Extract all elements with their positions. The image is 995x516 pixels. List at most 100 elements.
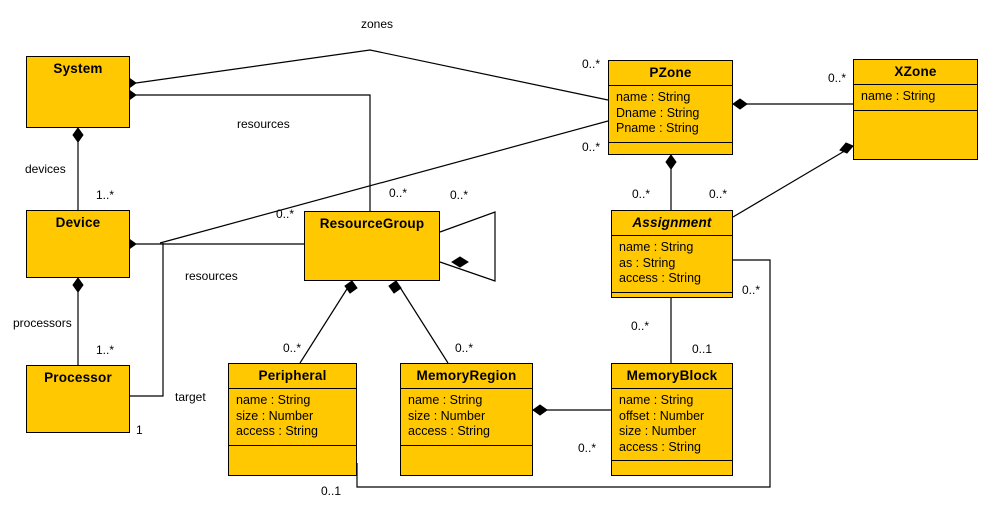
class-separator (401, 388, 532, 389)
diamond-rg-self (451, 256, 469, 268)
class-attribute: size : Number (236, 408, 314, 423)
class-separator (854, 109, 977, 111)
multiplicity-label-m-periph: 0..* (283, 341, 302, 355)
class-separator (229, 444, 356, 446)
edge-resourcegroup-memoryregion (395, 280, 449, 364)
class-title: PZone (649, 65, 692, 80)
multiplicity-label-m-rg-left: 0..* (276, 207, 295, 221)
uml-class-device[interactable]: Device (26, 210, 130, 278)
class-operations (401, 446, 532, 476)
multiplicity-label-m-device: 1..* (96, 188, 115, 202)
association-label-devices: devices (25, 162, 66, 176)
diamond-system-devices (72, 127, 84, 143)
multiplicity-label-m-rg-self: 0..* (450, 188, 469, 202)
multiplicity-label-m-memblock-top: 0..1 (692, 342, 713, 356)
diamond-device-processors (72, 277, 84, 293)
class-operations (612, 293, 732, 298)
class-attribute: name : String (236, 393, 311, 407)
uml-class-processor[interactable]: Processor (26, 365, 130, 433)
class-attribute: size : Number (408, 408, 486, 423)
multiplicity-label-m-assign-right: 0..* (709, 187, 728, 201)
class-title: MemoryBlock (626, 368, 718, 383)
uml-class-xzone[interactable]: XZone name : String (853, 59, 978, 160)
class-attribute: as : String (619, 255, 676, 270)
class-operations (612, 461, 732, 475)
multiplicity-label-m-pzone-top: 0..* (582, 57, 601, 71)
class-title: Processor (44, 370, 112, 385)
diamond-pzone-xzone (732, 98, 748, 110)
diamond-pzone-assignment (665, 154, 677, 170)
class-attribute: name : String (861, 89, 936, 103)
edge-resourcegroup-self (439, 211, 496, 282)
multiplicity-label-m-assign-left: 0..* (632, 187, 651, 201)
class-title: System (53, 61, 103, 76)
class-title: Device (55, 215, 101, 230)
class-separator (401, 444, 532, 446)
edge-resourcegroup-peripheral (299, 280, 353, 364)
multiplicity-label-m-rg-top: 0..* (389, 186, 408, 200)
class-separator (609, 141, 732, 143)
class-separator (229, 388, 356, 389)
class-attribute: access : String (619, 439, 701, 454)
association-label-processors: processors (13, 316, 72, 330)
association-label-resources1: resources (237, 117, 290, 131)
multiplicity-label-m-processor: 1..* (96, 343, 115, 357)
diamond-xzone-assignment (839, 142, 854, 154)
association-label-zones: zones (361, 17, 394, 31)
uml-class-resourcegroup[interactable]: ResourceGroup (304, 211, 440, 281)
multiplicity-label-m-memregion-mb: 0..* (578, 441, 597, 455)
diamond-rg-memoryregion (388, 280, 402, 294)
edge-assignment-xzone (732, 145, 854, 218)
class-attribute: name : String (616, 90, 691, 104)
class-attribute: Dname : String (616, 105, 700, 120)
class-attribute: offset : Number (619, 408, 705, 423)
edge-assignment-peripheral (356, 259, 771, 488)
class-separator (612, 388, 732, 389)
diamond-rg-peripheral (344, 280, 358, 294)
class-attribute: size : Number (619, 424, 697, 438)
class-operations (609, 143, 732, 155)
class-separator (612, 291, 732, 293)
class-title: ResourceGroup (319, 216, 425, 231)
class-separator (612, 235, 732, 236)
class-operations (854, 111, 977, 160)
class-attribute: access : String (236, 424, 318, 438)
class-separator (612, 460, 732, 461)
multiplicity-label-m-memregion: 0..* (455, 341, 474, 355)
class-title: Peripheral (258, 368, 327, 383)
class-attribute: name : String (408, 393, 483, 407)
edge-system-pzone (135, 49, 609, 101)
uml-class-system[interactable]: System (26, 56, 130, 128)
multiplicity-label-m-xzone: 0..* (828, 71, 847, 85)
association-label-target: target (175, 390, 206, 404)
multiplicity-label-m-peripheral-01: 0..1 (321, 484, 342, 498)
class-separator (854, 84, 977, 85)
class-operations (229, 446, 356, 476)
edge-resourcegroup-pzone (159, 120, 609, 244)
diamond-memregion-memblock (532, 404, 548, 416)
class-title: MemoryRegion (416, 368, 517, 383)
class-attribute: Pname : String (616, 121, 699, 135)
multiplicity-label-m-pzone-bottom: 0..* (582, 140, 601, 154)
edge-system-resourcegroup (136, 94, 371, 211)
class-title: XZone (894, 64, 937, 79)
class-attribute: access : String (619, 271, 701, 285)
edge-processor-target (130, 243, 164, 397)
multiplicity-label-m-assign-mb: 0..* (631, 319, 650, 333)
multiplicity-label-m-assign-side: 0..* (742, 283, 761, 297)
class-title: Assignment (632, 215, 712, 230)
association-label-resources2: resources (185, 269, 238, 283)
class-attributes: name : String (854, 85, 977, 110)
